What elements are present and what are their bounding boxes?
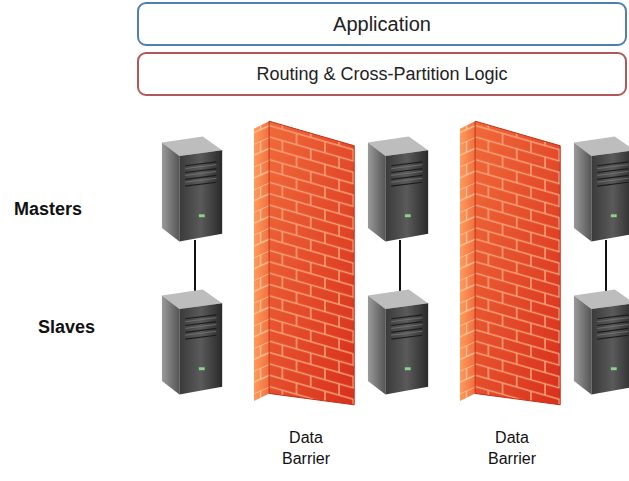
logic-box: Routing & Cross-Partition Logic <box>137 52 627 96</box>
slave-server <box>162 290 222 395</box>
master-server <box>574 137 629 242</box>
tier-label: Masters <box>14 198 124 221</box>
barrier-label: Data Barrier <box>266 428 346 470</box>
box-text: Routing & Cross-Partition Logic <box>256 64 507 85</box>
box-text: Application <box>333 13 431 36</box>
application-box: Application <box>137 2 627 46</box>
slave-server <box>368 290 428 395</box>
barrier-label: Data Barrier <box>472 428 552 470</box>
slave-server <box>574 290 629 395</box>
tier-label: Slaves <box>38 316 148 339</box>
master-server <box>368 137 428 242</box>
brick-wall <box>254 121 354 405</box>
master-server <box>162 137 222 242</box>
brick-wall <box>460 121 560 405</box>
